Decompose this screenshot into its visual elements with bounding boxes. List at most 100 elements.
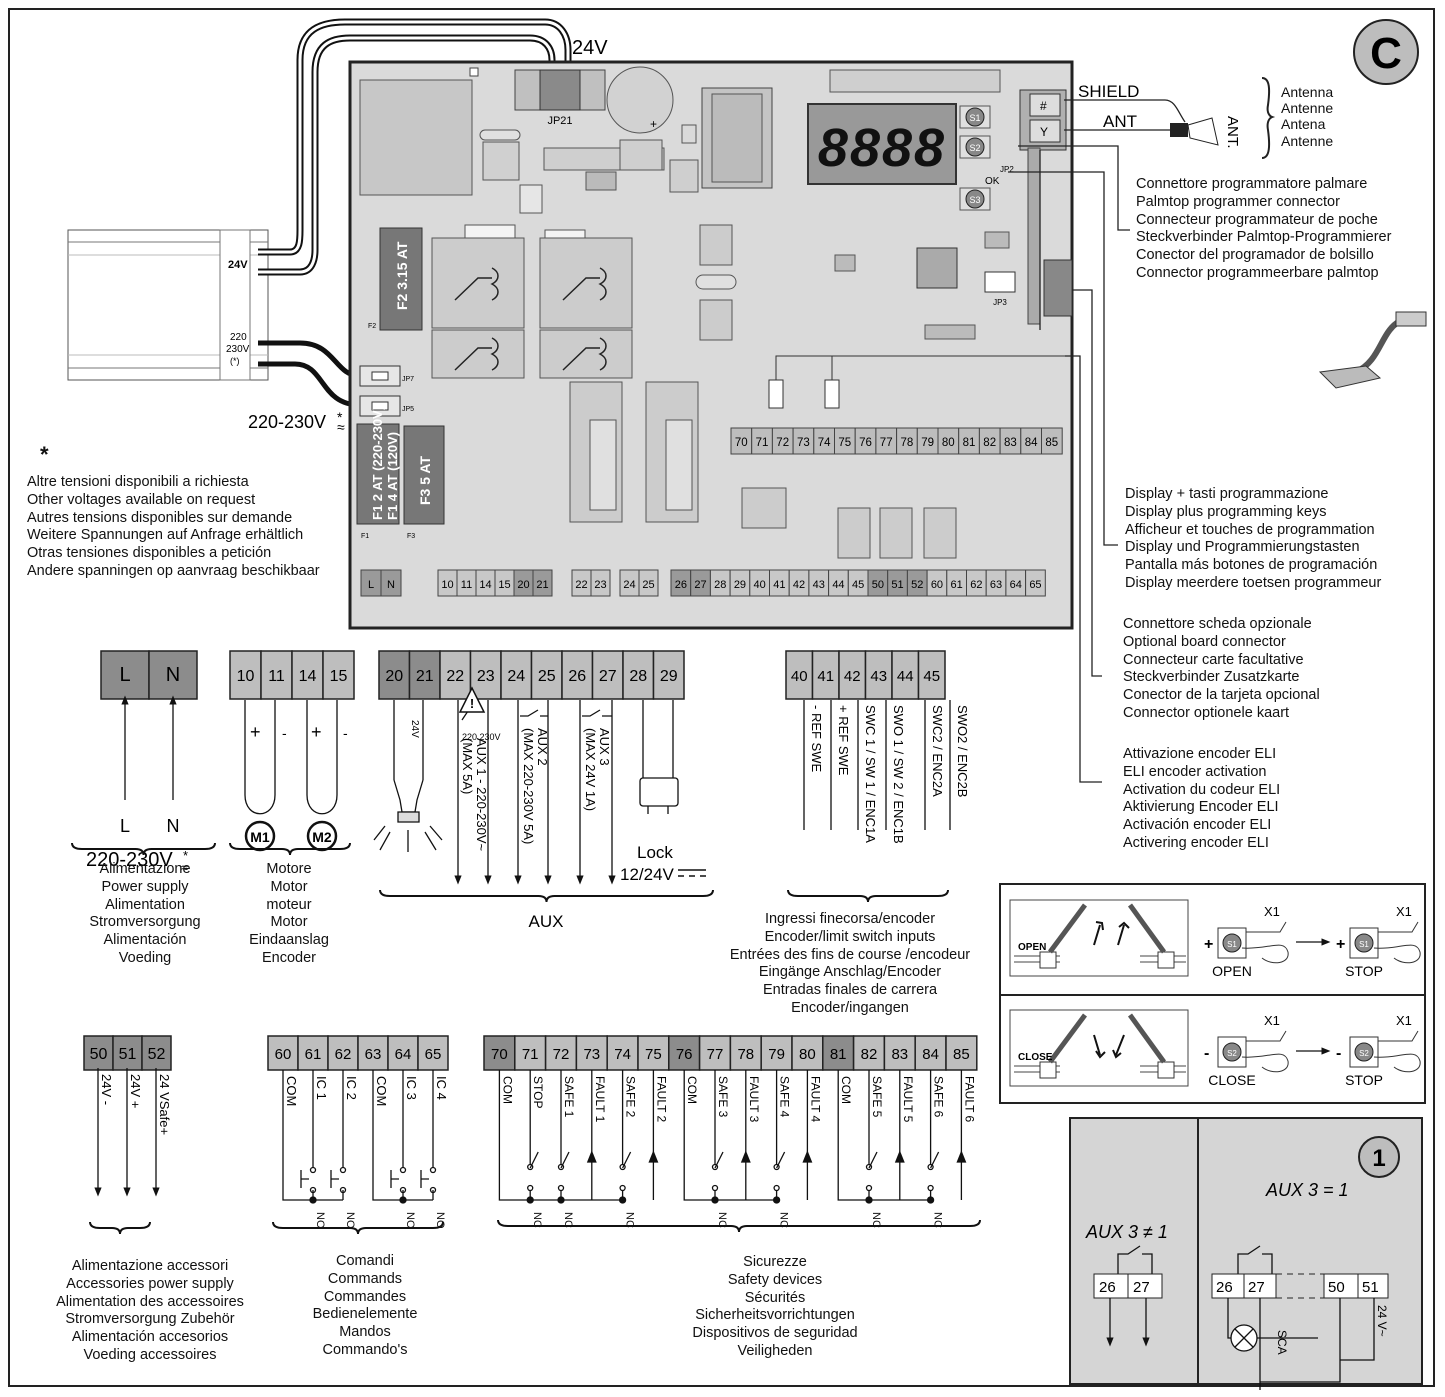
aux3-right-t51: 51	[1362, 1279, 1379, 1296]
aux3-label: AUX 3	[597, 728, 612, 766]
board-terminal-27-label: 27	[694, 579, 706, 591]
aux3-24v-label: 24 V~	[1375, 1305, 1389, 1337]
safety-terminal-83-label: 83	[891, 1046, 908, 1063]
safety-terminal-74	[606, 1035, 639, 1071]
svg-text:OPEN: OPEN	[1212, 963, 1252, 979]
board-terminal-50-label: 50	[872, 579, 884, 591]
encoder-signal-3: SWC 1 / SW 1 / ENC1A	[863, 705, 878, 843]
safety-nc-label-10: NC	[778, 1212, 790, 1228]
board-terminal-23-label: 23	[594, 579, 606, 591]
svg-text:+: +	[1204, 936, 1213, 953]
display-keys-line-2: Display plus programming keys	[1125, 503, 1327, 520]
encoder-signal-2: + REF SWE	[836, 705, 851, 776]
antenna-name-line-1: Antenna	[1281, 84, 1334, 100]
other-voltages-star: *	[40, 442, 49, 467]
power-caption-line-4: Stromversorgung	[89, 914, 201, 931]
power-terminal-L-label: L	[119, 664, 130, 686]
board-terminal-76-label: 76	[859, 437, 872, 449]
commands-caption-line-3: Commandes	[323, 1288, 407, 1305]
board-s1-key: S1	[969, 113, 980, 123]
aux-terminal-21-label: 21	[416, 668, 434, 685]
board-terminal-61-label: 61	[951, 579, 963, 591]
transformer: 24V 220 230V (*)	[67, 229, 269, 381]
safety-signal-2: STOP	[531, 1076, 545, 1108]
board-terminal-44-label: 44	[832, 579, 844, 591]
aux-terminal-22	[439, 650, 472, 700]
svg-text:S1: S1	[1359, 940, 1369, 949]
board-terminal-85-label: 85	[1045, 437, 1058, 449]
aux3-not-1-title: AUX 3 ≠ 1	[1085, 1222, 1168, 1242]
aux-terminal-22-label: 22	[446, 668, 464, 685]
display-keys-line-4: Display und Programmierungstasten	[1125, 539, 1360, 556]
other-voltages-line-1: Altre tensioni disponibili a richiesta	[27, 474, 249, 490]
aux-terminal-26-label: 26	[568, 668, 586, 685]
close-panel-label: CLOSE	[1018, 1052, 1053, 1063]
aux1-warning-voltage: 220 230V	[462, 732, 501, 742]
board-terminal-25	[638, 569, 659, 597]
jp21-label: JP21	[547, 115, 572, 127]
accessories-caption-line-1: Alimentazione accessori	[71, 1258, 229, 1274]
board-s2-key: S2	[969, 143, 980, 153]
encoder-signal-1: - REF SWE	[809, 705, 824, 772]
safety-signal-5: SAFE 2	[624, 1076, 638, 1118]
transformer-star-label: (*)	[230, 356, 240, 366]
svg-text:#: #	[1040, 99, 1047, 113]
board-terminal-26-label: 26	[675, 579, 687, 591]
safety-signal-7: COM	[685, 1076, 699, 1104]
palmtop-line-3: Connecteur programmateur de poche	[1136, 211, 1378, 228]
dc-symbol	[678, 869, 706, 877]
command-signal-4: COM	[374, 1076, 389, 1106]
board-terminal-52-label: 52	[911, 579, 923, 591]
aux-terminal-25-label: 25	[538, 668, 556, 685]
commands-terminal-61-label: 61	[305, 1046, 322, 1063]
power-caption-line-2: Power supply	[101, 878, 189, 895]
aux1-sub-label: (MAX 5A)	[460, 738, 475, 794]
safety-caption-line-2: Safety devices	[727, 1271, 823, 1288]
safety-terminal-84	[914, 1035, 947, 1071]
antenna-ant-vertical-label: ANT.	[1224, 116, 1241, 149]
safety-signal-15: SAFE 6	[932, 1076, 946, 1118]
aux3-left-t26: 26	[1099, 1279, 1116, 1296]
board-terminal-80-label: 80	[942, 437, 955, 449]
palmtop-line-2: Palmtop programmer connector	[1136, 193, 1340, 210]
safety-nc-label-13: NC	[870, 1212, 882, 1228]
safety-terminal-82-label: 82	[861, 1046, 878, 1063]
control-board: + JP21 8888 S1 S2 S3 OK # Y JP2 JP3	[348, 60, 1074, 630]
safety-terminal-70-label: 70	[491, 1046, 508, 1063]
svg-text:+: +	[650, 117, 657, 131]
board-terminal-64-label: 64	[1010, 579, 1022, 591]
commands-caption-line-2: Commands	[327, 1270, 403, 1287]
palmtop-cable-picture	[1318, 311, 1427, 389]
command-no-label-1: NO	[314, 1212, 326, 1229]
palmtop-line-4: Steckverbinder Palmtop-Programmierer	[1136, 229, 1392, 246]
safety-terminal-85	[945, 1035, 978, 1071]
safety-signal-16: FAULT 6	[962, 1076, 976, 1123]
board-terminal-65-label: 65	[1029, 579, 1041, 591]
encoder-terminal-40-label: 40	[791, 668, 808, 685]
aux3-left-t27: 27	[1133, 1279, 1150, 1296]
safety-terminal-72-label: 72	[553, 1046, 570, 1063]
aux3-right-t50: 50	[1328, 1279, 1345, 1296]
safety-terminal-85-label: 85	[953, 1046, 970, 1063]
jp5-label: JP5	[402, 406, 414, 413]
motor-terminal-14	[291, 650, 324, 700]
motor-terminal-11-label: 11	[268, 668, 285, 685]
aux3-sca-label: SCA	[1275, 1330, 1289, 1355]
commands-caption-line-1: Comandi	[335, 1253, 395, 1269]
accessories-caption-line-2: Accessories power supply	[66, 1275, 234, 1292]
board-terminal-51-label: 51	[891, 579, 903, 591]
safety-terminal-80-label: 80	[799, 1046, 816, 1063]
commands-terminal-63-label: 63	[365, 1046, 382, 1063]
display-keys-line-5: Pantalla más botones de programación	[1125, 557, 1378, 574]
aux3-eq-1-title: AUX 3 = 1	[1265, 1180, 1349, 1200]
eli-encoder-line-4: Aktivierung Encoder ELI	[1123, 799, 1279, 816]
board-terminal-43-label: 43	[813, 579, 825, 591]
power-terminal-N	[148, 650, 198, 700]
command-signal-2: IC 1	[314, 1076, 329, 1100]
board-terminal-14-label: 14	[479, 579, 491, 591]
safety-terminal-73-label: 73	[583, 1046, 600, 1063]
